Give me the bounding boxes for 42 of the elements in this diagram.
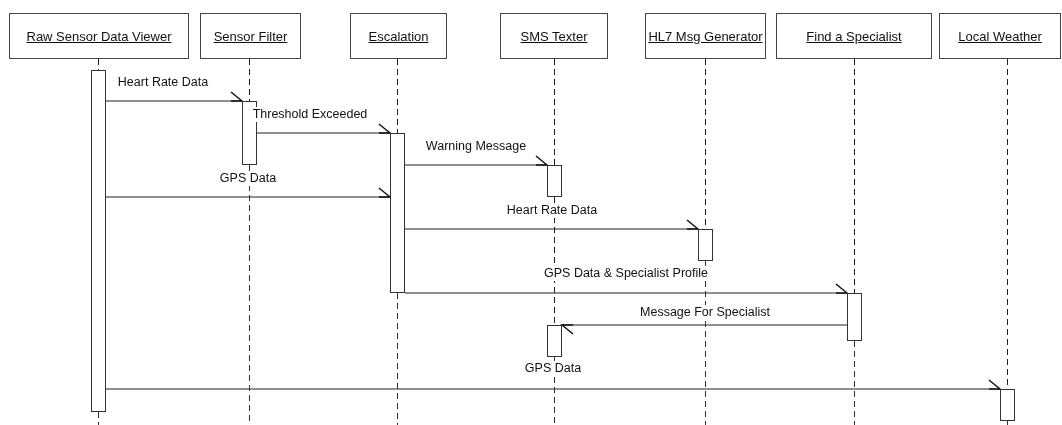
message-arrow: [105, 187, 391, 198]
message-arrow: [404, 283, 848, 294]
lifeline-name: Raw Sensor Data Viewer: [26, 28, 172, 44]
lifeline-header: [9, 13, 189, 59]
lifeline-header: [776, 13, 932, 59]
lifeline-header: [350, 13, 447, 59]
message-label: GPS Data: [218, 171, 278, 186]
message-label: Warning Message: [424, 139, 528, 154]
lifeline: [554, 58, 555, 166]
lifeline-name: SMS Texter: [520, 28, 588, 44]
lifeline-name: Local Weather: [958, 28, 1042, 44]
lifeline-header: [645, 13, 766, 59]
message-arrow: [561, 324, 848, 335]
lifeline-name: HL7 Msg Generator: [648, 28, 763, 44]
lifeline-name: Sensor Filter: [213, 28, 288, 44]
message-label: Heart Rate Data: [505, 203, 599, 218]
lifeline-name: Find a Specialist: [806, 28, 902, 44]
activation-bar: [847, 293, 862, 341]
lifeline: [249, 58, 250, 102]
activation-bar: [547, 325, 562, 357]
lifeline: [854, 58, 855, 294]
message-arrow: [404, 219, 699, 230]
message-arrow: [105, 91, 243, 102]
activation-bar: [91, 70, 106, 412]
message-arrow: [404, 155, 548, 166]
message-label: GPS Data: [523, 361, 583, 376]
lifeline-header: [200, 13, 301, 59]
activation-bar: [1000, 389, 1015, 421]
message-arrow: [105, 379, 1001, 390]
lifeline: [397, 58, 398, 134]
lifeline: [554, 196, 555, 326]
message-label: GPS Data & Specialist Profile: [543, 266, 709, 281]
lifeline: [98, 58, 99, 71]
lifeline-header: [939, 13, 1061, 59]
activation-bar: [390, 133, 405, 293]
message-arrow: [256, 123, 391, 134]
message-label: Message For Specialist: [639, 305, 771, 320]
activation-bar: [547, 165, 562, 197]
activation-bar: [698, 229, 713, 261]
message-label: Threshold Exceeded: [251, 107, 369, 122]
lifeline-name: Escalation: [368, 28, 429, 44]
lifeline-header: [500, 13, 608, 59]
